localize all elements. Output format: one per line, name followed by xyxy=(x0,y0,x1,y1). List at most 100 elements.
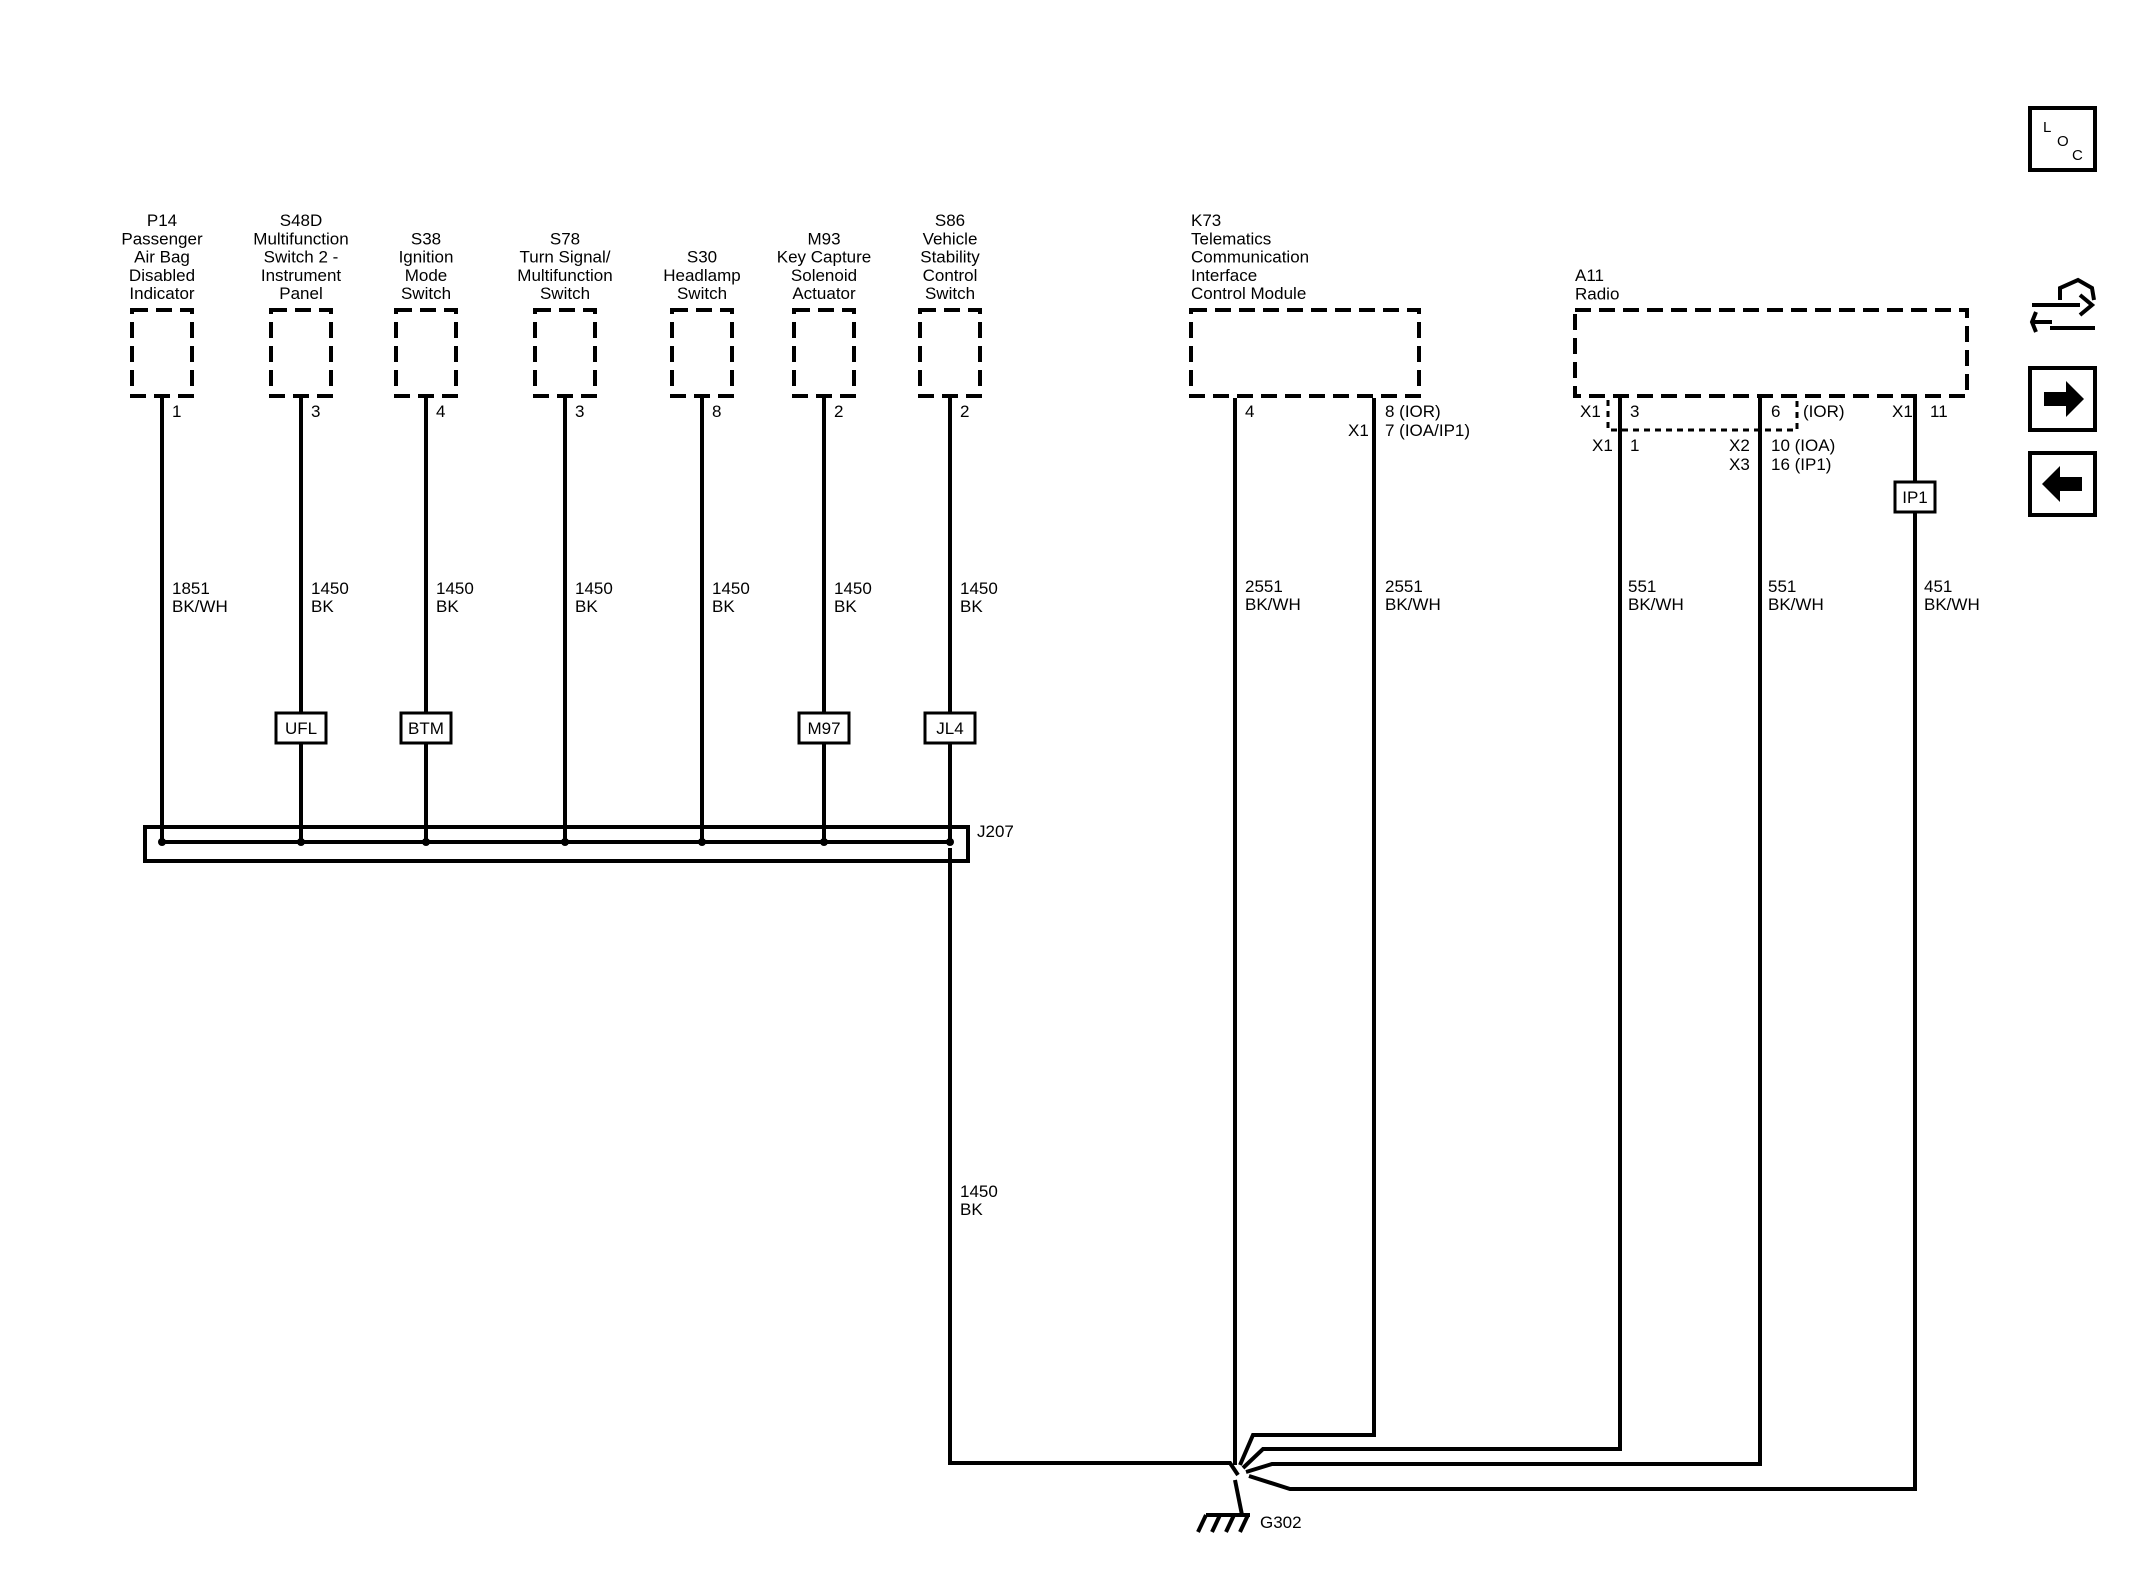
component-title-line: Panel xyxy=(279,284,322,303)
k73-pin-right-1: 8 (IOR) xyxy=(1385,402,1441,421)
component-pin-number: 3 xyxy=(311,402,320,421)
k73-pin-right-2: 7 (IOA/IP1) xyxy=(1385,421,1470,440)
wire-s30 xyxy=(698,398,706,846)
component-title-line: Multifunction xyxy=(253,229,348,248)
a11-pin-c: 11 xyxy=(1930,402,1948,421)
component-title-line: S86 xyxy=(935,211,965,230)
next-arrow-icon xyxy=(2044,381,2084,417)
component-title-line: Stability xyxy=(920,248,980,267)
component-title-line: S78 xyxy=(550,229,580,248)
module-wires xyxy=(948,398,1917,1491)
wire-circuit-number: 1851 xyxy=(172,579,210,598)
wire-layer xyxy=(158,398,954,846)
option-badge: JL4 xyxy=(923,711,977,745)
k73-pin-right-conn: X1 xyxy=(1348,421,1369,440)
a11-pin-b1-option: (IOR) xyxy=(1803,402,1845,421)
k73-wire-left-color: BK/WH xyxy=(1245,595,1301,614)
a11-conn-a1: X1 xyxy=(1580,402,1601,421)
option-badge: BTM xyxy=(399,711,453,745)
wire-circuit-number: 1450 xyxy=(575,579,613,598)
component-title-line: Switch xyxy=(677,284,727,303)
option-badge-label: BTM xyxy=(408,719,444,738)
wire-circuit-number: 1450 xyxy=(960,579,998,598)
component-title-line: Solenoid xyxy=(791,266,857,285)
option-badge: M97 xyxy=(797,711,851,745)
wire-color-code: BK xyxy=(960,597,983,616)
loc-letter-c: C xyxy=(2072,147,2083,164)
wire-s38 xyxy=(422,398,430,846)
component-title-line: S48D xyxy=(280,211,323,230)
option-badge-label: JL4 xyxy=(936,719,963,738)
harness-tool-icon[interactable] xyxy=(2029,277,2096,333)
a11-pin-a2: 1 xyxy=(1630,436,1639,455)
a11-wire-b-color: BK/WH xyxy=(1768,595,1824,614)
component-title-line: P14 xyxy=(147,211,177,230)
component-title-line: Multifunction xyxy=(517,266,612,285)
component-title-line: Actuator xyxy=(792,284,856,303)
a11-title-line: Radio xyxy=(1575,284,1619,303)
k73-wire-right-color: BK/WH xyxy=(1385,595,1441,614)
wire-s78 xyxy=(561,398,569,846)
a11-wire-c-circuit: 451 xyxy=(1924,577,1952,596)
a11-pin-b1: 6 xyxy=(1771,402,1780,421)
k73-title-line: Interface xyxy=(1191,266,1257,285)
component-title-line: Vehicle xyxy=(923,229,978,248)
component-pin-number: 3 xyxy=(575,402,584,421)
wire-circuit-number: 1450 xyxy=(834,579,872,598)
component-title-line: Switch xyxy=(401,284,451,303)
wire-s86 xyxy=(946,398,954,846)
a11-option-c: IP1 xyxy=(1902,488,1928,507)
wire-m93 xyxy=(820,398,828,846)
component-title-line: Disabled xyxy=(129,266,195,285)
component-pin-number: 2 xyxy=(834,402,843,421)
wire-circuit-number: 1450 xyxy=(436,579,474,598)
wire-p14 xyxy=(158,398,166,846)
component-title-line: Turn Signal/ xyxy=(519,248,610,267)
component-s86: S86VehicleStabilityControlSwitch21450BKJ… xyxy=(918,211,998,745)
component-title-line: Switch xyxy=(925,284,975,303)
splice-label: J207 xyxy=(977,822,1014,841)
k73-title-line: Communication xyxy=(1191,248,1309,267)
wire-s48d xyxy=(297,398,305,846)
loc-letter-l: L xyxy=(2043,119,2051,136)
ground-wire-circuit: 1450 xyxy=(960,1182,998,1201)
component-title-line: Instrument xyxy=(261,266,342,285)
a11-conn-a2: X1 xyxy=(1592,436,1613,455)
component-title-line: Switch 2 - xyxy=(264,248,339,267)
ground-label: G302 xyxy=(1260,1513,1302,1532)
k73-title-line: K73 xyxy=(1191,211,1221,230)
prev-arrow-icon xyxy=(2042,466,2082,502)
component-pin-number: 2 xyxy=(960,402,969,421)
k73-wire-right-circuit: 2551 xyxy=(1385,577,1423,596)
prev-arrow-button[interactable] xyxy=(2028,451,2097,517)
component-title-line: Ignition xyxy=(399,248,454,267)
component-pin-number: 1 xyxy=(172,402,181,421)
wire-circuit-number: 1450 xyxy=(712,579,750,598)
component-title-line: S38 xyxy=(411,229,441,248)
k73-title-line: Control Module xyxy=(1191,284,1306,303)
option-badge-label: UFL xyxy=(285,719,317,738)
component-title-line: S30 xyxy=(687,248,717,267)
wire-circuit-number: 1450 xyxy=(311,579,349,598)
a11-wire-c-color: BK/WH xyxy=(1924,595,1980,614)
a11-wire-a-circuit: 551 xyxy=(1628,577,1656,596)
a11-title-line: A11 xyxy=(1575,266,1604,285)
component-title-line: Switch xyxy=(540,284,590,303)
wire-color-code: BK/WH xyxy=(172,597,228,616)
component-title-line: Headlamp xyxy=(663,266,741,285)
a11-conn-c: X1 xyxy=(1892,402,1913,421)
option-badge: UFL xyxy=(274,711,328,745)
option-badge-label: M97 xyxy=(807,719,840,738)
next-arrow-button[interactable] xyxy=(2028,366,2097,432)
loc-button[interactable]: L O C xyxy=(2028,106,2097,172)
wire-color-code: BK xyxy=(575,597,598,616)
a11-conn-b3: X3 xyxy=(1729,455,1750,474)
